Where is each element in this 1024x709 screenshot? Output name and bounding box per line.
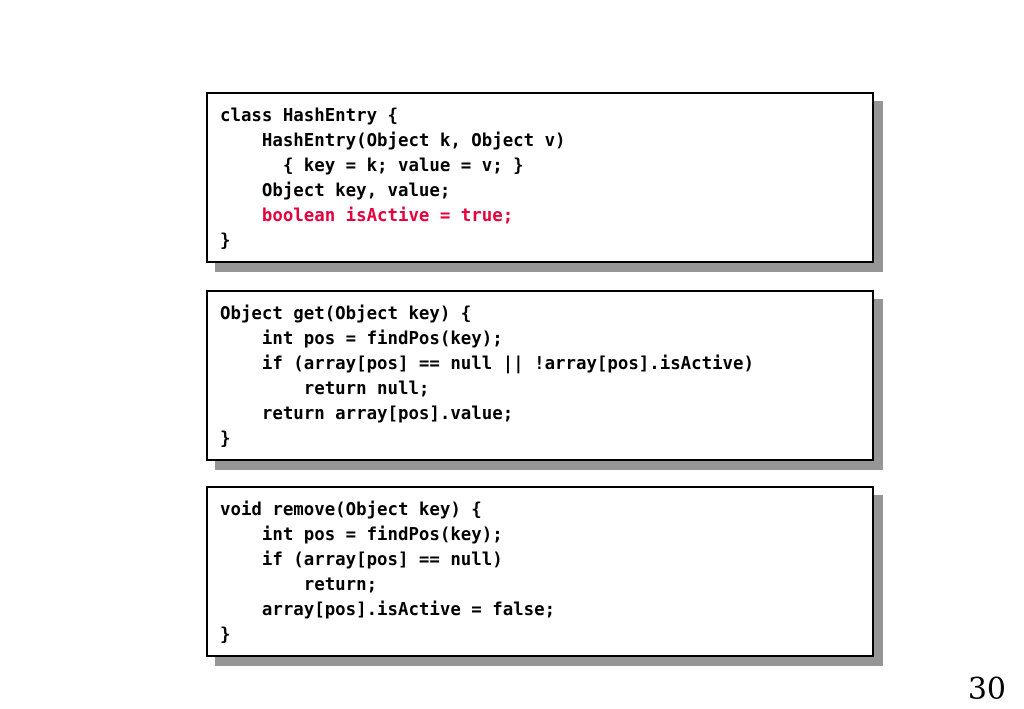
code-block-remove-method: void remove(Object key) { int pos = find…: [206, 486, 874, 657]
code-text-hash-entry-class: class HashEntry { HashEntry(Object k, Ob…: [208, 94, 872, 254]
code-line: return;: [220, 575, 378, 595]
code-line: }: [220, 625, 231, 645]
code-line: { key = k; value = v; }: [220, 156, 524, 176]
code-line: class HashEntry {: [220, 106, 398, 126]
code-line: return null;: [220, 379, 430, 399]
code-text-get-method: Object get(Object key) { int pos = findP…: [208, 292, 872, 452]
code-line: if (array[pos] == null || !array[pos].is…: [220, 354, 754, 374]
code-block-hash-entry-class: class HashEntry { HashEntry(Object k, Ob…: [206, 92, 874, 263]
code-line: Object key, value;: [220, 181, 451, 201]
code-line: int pos = findPos(key);: [220, 329, 503, 349]
code-line: int pos = findPos(key);: [220, 525, 503, 545]
code-block-get-method: Object get(Object key) { int pos = findP…: [206, 290, 874, 461]
code-line: HashEntry(Object k, Object v): [220, 131, 566, 151]
code-line: void remove(Object key) {: [220, 500, 482, 520]
code-text-remove-method: void remove(Object key) { int pos = find…: [208, 488, 872, 648]
page-number: 30: [967, 672, 1006, 707]
code-line: }: [220, 231, 231, 251]
code-line: boolean isActive = true;: [220, 206, 514, 226]
code-line: }: [220, 429, 231, 449]
code-line: Object get(Object key) {: [220, 304, 472, 324]
code-line: return array[pos].value;: [220, 404, 514, 424]
code-line: array[pos].isActive = false;: [220, 600, 556, 620]
code-line: if (array[pos] == null): [220, 550, 503, 570]
